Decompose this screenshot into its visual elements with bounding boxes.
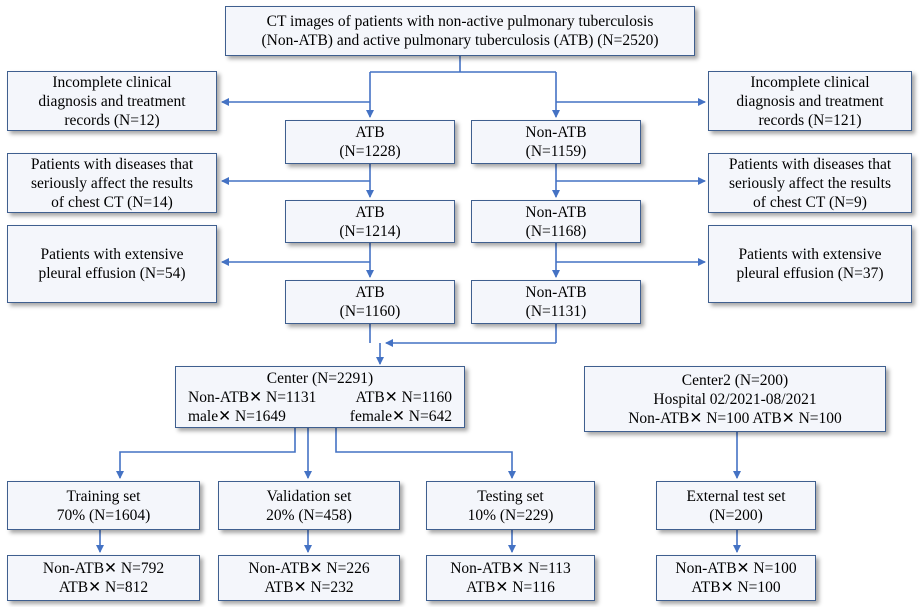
exclusion-text: Incomplete clinical <box>52 73 172 91</box>
arrow <box>116 428 296 479</box>
center2-counts: Non-ATB✕ N=100 ATB✕ N=100 <box>628 409 842 427</box>
exclusion-left-chest-ct-diseases: Patients with diseases that seriously af… <box>7 153 217 213</box>
center2-title: Center2 (N=200) <box>681 371 789 389</box>
exclusion-text: Patients with diseases that <box>30 155 194 173</box>
set-name: Training set <box>66 487 141 505</box>
center-atb-count: ATB✕ N=1160 <box>355 388 452 406</box>
group-count: (N=1131) <box>525 303 587 320</box>
group-count: (N=1214) <box>339 222 401 240</box>
exclusion-text: Patients with diseases that <box>728 155 892 173</box>
set-name: Testing set <box>477 487 544 505</box>
set-detail: 20% (N=458) <box>266 506 352 524</box>
exclusion-left-pleural-effusion: Patients with extensive pleural effusion… <box>7 225 217 303</box>
center-box: Center (N=2291) Non-ATB✕ N=1131 ATB✕ N=1… <box>175 366 465 428</box>
testing-set-box: Testing set 10% (N=229) <box>426 481 595 530</box>
set-detail: 10% (N=229) <box>467 506 554 524</box>
testing-outcome-box: Non-ATB✕ N=113 ATB✕ N=116 <box>426 555 595 601</box>
atb-box-stage-2: ATB (N=1214) <box>285 200 455 243</box>
center-female-count: female✕ N=642 <box>349 407 452 425</box>
atb-box-stage-3: ATB (N=1160) <box>285 280 455 324</box>
group-label: Non-ATB <box>525 124 587 141</box>
exclusion-text: Patients with extensive <box>40 246 184 263</box>
nonatb-box-stage-2: Non-ATB (N=1168) <box>471 200 641 243</box>
group-label: ATB <box>355 124 385 141</box>
center-male-count: male✕ N=1649 <box>188 407 286 425</box>
exclusion-text: seriously affect the results <box>729 174 891 192</box>
outcome-nonatb: Non-ATB✕ N=100 <box>675 560 797 577</box>
training-outcome-box: Non-ATB✕ N=792 ATB✕ N=812 <box>7 555 200 601</box>
exclusion-text: of chest CT (N=9) <box>753 193 867 211</box>
nonatb-box-stage-3: Non-ATB (N=1131) <box>471 280 641 324</box>
group-count: (N=1168) <box>525 222 587 240</box>
set-detail: 70% (N=1604) <box>56 506 151 524</box>
exclusion-text: diagnosis and treatment <box>736 92 884 110</box>
center2-box: Center2 (N=200) Hospital 02/2021-08/2021… <box>584 366 886 432</box>
exclusion-text: Incomplete clinical <box>750 73 870 91</box>
outcome-atb: ATB✕ N=100 <box>691 579 781 596</box>
nonatb-box-stage-1: Non-ATB (N=1159) <box>471 120 641 164</box>
source-line-1: CT images of patients with non-active pu… <box>266 13 654 30</box>
exclusion-text: records (N=121) <box>758 111 862 129</box>
arrow <box>335 428 516 479</box>
exclusion-text: pleural effusion (N=54) <box>38 265 186 282</box>
exclusion-text: records (N=12) <box>64 111 160 129</box>
source-box: CT images of patients with non-active pu… <box>225 6 695 56</box>
exclusion-right-chest-ct-diseases: Patients with diseases that seriously af… <box>708 153 912 213</box>
exclusion-text: of chest CT (N=14) <box>51 193 173 211</box>
exclusion-text: seriously affect the results <box>31 174 193 192</box>
exclusion-right-incomplete-records: Incomplete clinical diagnosis and treatm… <box>708 71 912 131</box>
group-label: ATB <box>355 203 385 221</box>
outcome-nonatb: Non-ATB✕ N=792 <box>42 560 165 577</box>
outcome-atb: ATB✕ N=812 <box>58 579 149 596</box>
center-title: Center (N=2291) <box>266 369 374 387</box>
set-name: External test set <box>686 487 786 505</box>
source-line-2: (Non-ATB) and active pulmonary tuberculo… <box>261 32 659 49</box>
group-count: (N=1228) <box>339 143 401 160</box>
external-test-set-box: External test set (N=200) <box>656 481 816 530</box>
exclusion-text: pleural effusion (N=37) <box>736 265 884 282</box>
group-label: Non-ATB <box>525 203 587 221</box>
exclusion-text: diagnosis and treatment <box>38 92 186 110</box>
training-set-box: Training set 70% (N=1604) <box>7 481 200 530</box>
atb-box-stage-1: ATB (N=1228) <box>285 120 455 164</box>
validation-outcome-box: Non-ATB✕ N=226 ATB✕ N=232 <box>218 555 400 601</box>
center2-hospital: Hospital 02/2021-08/2021 <box>653 390 817 408</box>
outcome-nonatb: Non-ATB✕ N=113 <box>450 560 571 577</box>
outcome-atb: ATB✕ N=232 <box>264 579 354 596</box>
group-label: ATB <box>355 284 385 301</box>
validation-set-box: Validation set 20% (N=458) <box>218 481 400 530</box>
outcome-nonatb: Non-ATB✕ N=226 <box>248 560 370 577</box>
set-name: Validation set <box>266 487 352 505</box>
group-count: (N=1160) <box>339 303 401 320</box>
external-outcome-box: Non-ATB✕ N=100 ATB✕ N=100 <box>656 555 816 601</box>
group-count: (N=1159) <box>525 143 587 160</box>
exclusion-right-pleural-effusion: Patients with extensive pleural effusion… <box>708 225 912 303</box>
center-nonatb-count: Non-ATB✕ N=1131 <box>188 388 317 406</box>
outcome-atb: ATB✕ N=116 <box>466 579 555 596</box>
exclusion-left-incomplete-records: Incomplete clinical diagnosis and treatm… <box>7 71 217 131</box>
group-label: Non-ATB <box>525 284 587 301</box>
center-sex-row: male✕ N=1649 female✕ N=642 <box>188 407 452 426</box>
set-detail: (N=200) <box>709 506 763 524</box>
exclusion-text: Patients with extensive <box>738 246 882 263</box>
center-group-row: Non-ATB✕ N=1131 ATB✕ N=1160 <box>188 388 452 407</box>
